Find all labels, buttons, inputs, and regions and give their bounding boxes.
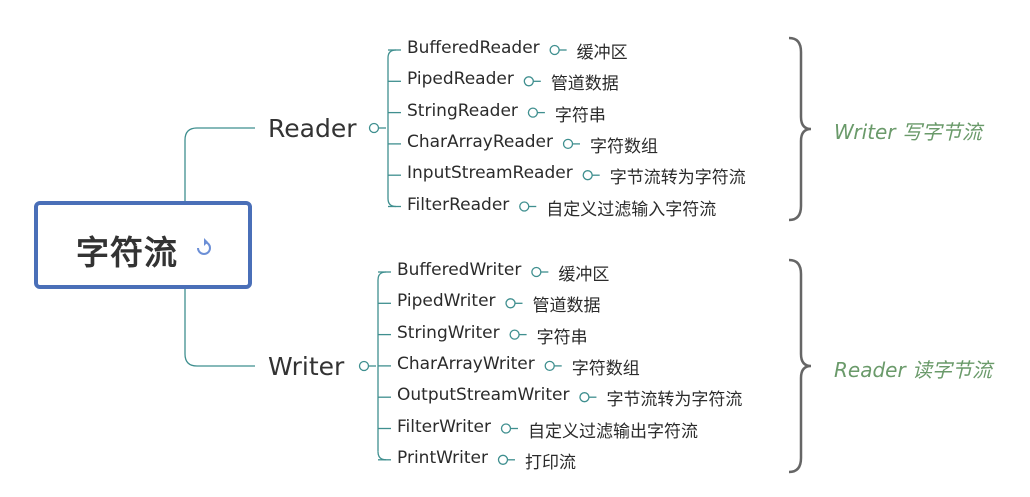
leaf-knob[interactable] [509, 329, 520, 340]
leaf-knob[interactable] [579, 392, 590, 403]
reader-child-name[interactable]: FilterReader [407, 194, 510, 215]
writer-trunk-bottom [377, 451, 387, 461]
root-node[interactable] [34, 201, 252, 289]
leaf-knob[interactable] [500, 423, 512, 434]
reader-child-desc[interactable]: 字符数组 [590, 136, 659, 157]
reader-child-name[interactable]: CharArrayReader [407, 131, 554, 152]
reader-child-name[interactable]: InputStreamReader [407, 163, 573, 184]
writer-child-desc[interactable]: 自定义过滤输出字符流 [527, 421, 698, 442]
reader-child-desc[interactable]: 缓冲区 [576, 43, 628, 63]
leaf-knob[interactable] [505, 298, 516, 309]
writer-child-desc[interactable]: 字符串 [536, 327, 588, 348]
leaf-knob[interactable] [519, 201, 530, 212]
reader-child-desc[interactable]: 自定义过滤输入字符流 [546, 199, 717, 220]
reader-child-name[interactable]: PipedReader [407, 69, 514, 90]
leaf-knob[interactable] [527, 107, 539, 118]
reader-branch-knob[interactable] [368, 122, 380, 134]
writer-child-desc[interactable]: 缓冲区 [558, 265, 610, 285]
writer-child-name[interactable]: StringWriter [397, 322, 500, 343]
connector-knobs [358, 44, 600, 465]
reader-trunk-top [387, 49, 397, 59]
root-to-writer-line [184, 289, 255, 367]
leaf-knob[interactable] [497, 454, 509, 465]
leaf-knob[interactable] [523, 76, 534, 87]
writer-child-name[interactable]: CharArrayWriter [397, 353, 535, 374]
reader-group-annotation: Writer 写字节流 [834, 120, 982, 144]
writer-child-name[interactable]: OutputStreamWriter [397, 385, 570, 406]
branch-writer[interactable]: Writer [268, 352, 345, 381]
root-label: 字符流 [76, 233, 178, 272]
writer-child-name[interactable]: PipedWriter [397, 291, 496, 312]
writer-child-desc[interactable]: 字节流转为字符流 [606, 390, 743, 411]
connector-lines [184, 49, 401, 461]
writer-child-desc[interactable]: 管道数据 [532, 296, 601, 317]
reader-brace [788, 36, 812, 222]
leaf-knob[interactable] [582, 170, 593, 181]
writer-child-desc[interactable]: 字符数组 [571, 358, 640, 379]
branch-reader[interactable]: Reader [268, 114, 357, 143]
group-braces [788, 36, 812, 474]
leaf-knob[interactable] [544, 360, 555, 372]
writer-brace [788, 258, 812, 474]
reader-trunk-bottom [387, 198, 397, 208]
refresh-arrow-icon[interactable] [192, 236, 214, 258]
writer-child-desc[interactable]: 打印流 [524, 452, 576, 473]
leaf-knob[interactable] [562, 138, 574, 150]
writer-branch-knob[interactable] [358, 360, 370, 372]
reader-child-desc[interactable]: 管道数据 [550, 74, 619, 95]
writer-group-annotation: Reader 读字节流 [834, 358, 993, 382]
writer-trunk-top [377, 271, 387, 281]
writer-child-name[interactable]: FilterWriter [397, 416, 491, 437]
reader-child-desc[interactable]: 字符串 [554, 105, 606, 126]
leaf-knob[interactable] [531, 266, 542, 278]
leaf-knob[interactable] [549, 44, 560, 56]
writer-child-name[interactable]: PrintWriter [397, 447, 488, 468]
reader-child-name[interactable]: BufferedReader [407, 38, 540, 58]
reader-child-desc[interactable]: 字节流转为字符流 [609, 168, 746, 189]
writer-child-name[interactable]: BufferedWriter [397, 260, 522, 280]
reader-child-name[interactable]: StringReader [407, 100, 518, 121]
root-to-reader-line [184, 127, 255, 203]
